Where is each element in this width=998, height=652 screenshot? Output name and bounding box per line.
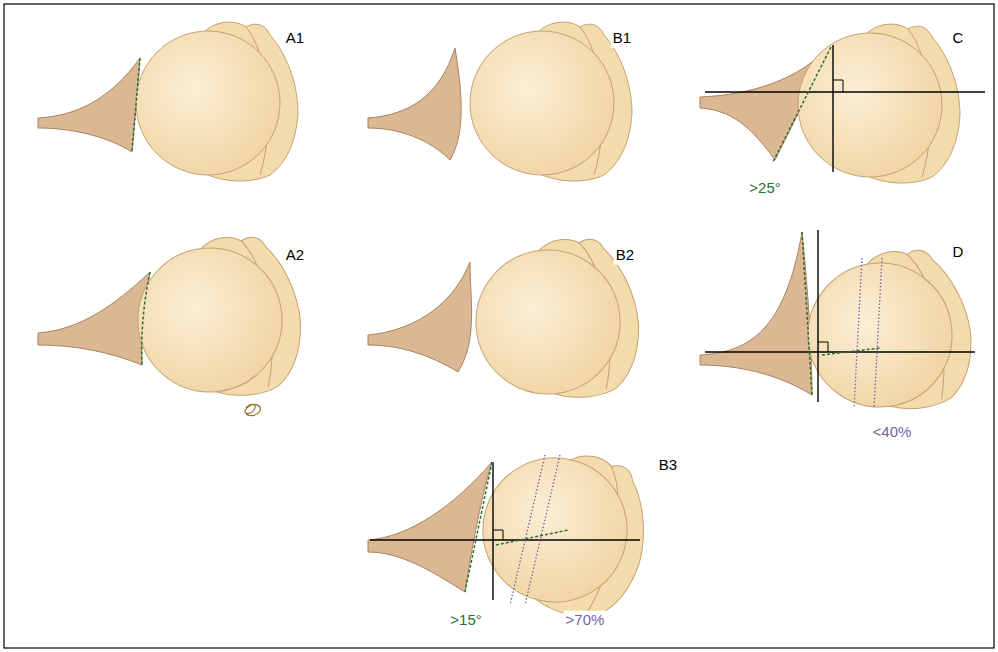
panel-label: C <box>951 29 966 48</box>
angle-value: >15° <box>448 611 483 630</box>
panel-b2 <box>368 234 644 406</box>
percent-value: <40% <box>871 423 914 442</box>
figure-border <box>4 4 994 648</box>
panel-label: D <box>951 243 966 262</box>
panel-label: A1 <box>284 29 306 48</box>
percent-value: >70% <box>564 611 607 630</box>
panel-b1 <box>368 22 632 181</box>
panel-b3 <box>368 433 663 628</box>
panel-c <box>700 24 985 183</box>
panel-d <box>700 230 980 422</box>
panel-a1 <box>38 22 298 181</box>
angle-value: >25° <box>747 179 782 198</box>
panel-label: A2 <box>284 246 306 265</box>
panel-a2 <box>38 232 306 416</box>
panel-label: B2 <box>614 246 636 265</box>
panel-label: B3 <box>657 456 679 475</box>
panel-label: B1 <box>611 29 633 48</box>
